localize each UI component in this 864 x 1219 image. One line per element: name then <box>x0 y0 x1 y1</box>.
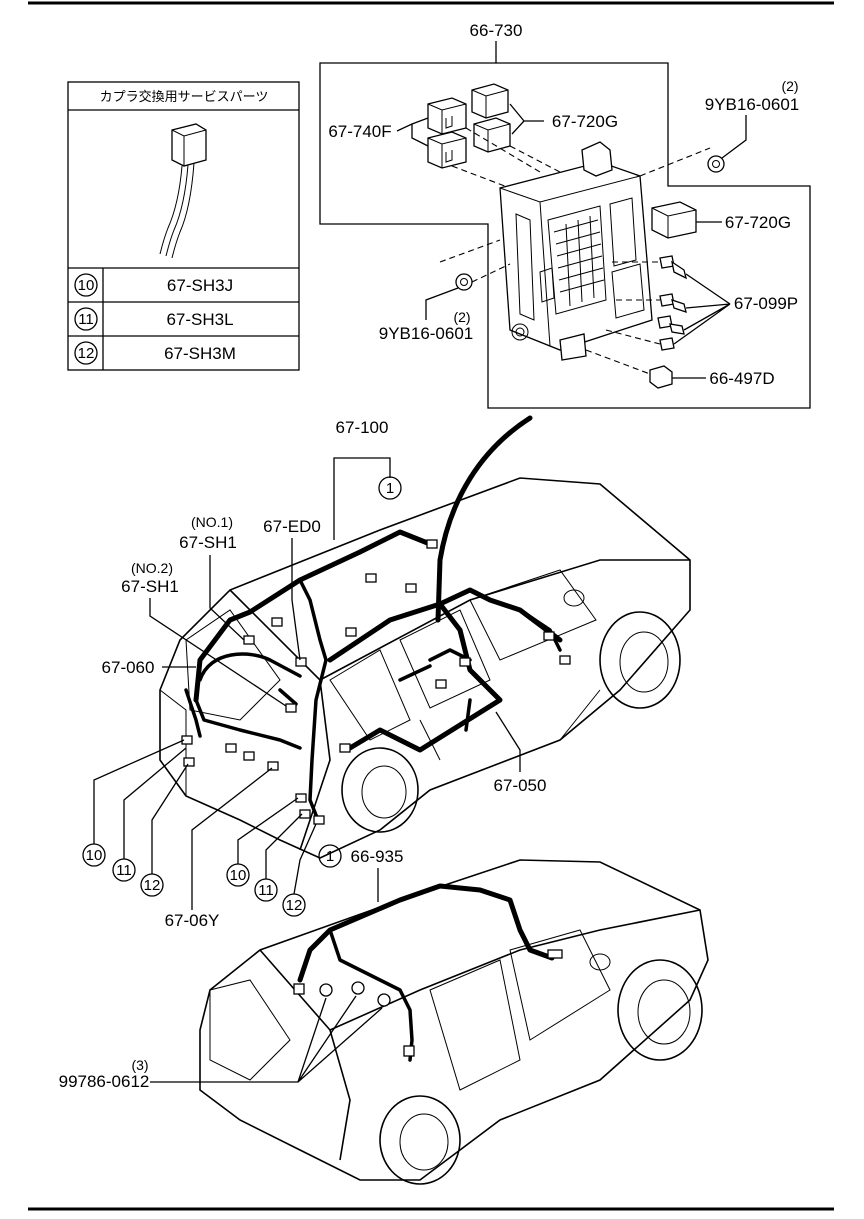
screw-label: 99786-0612 <box>59 1072 150 1091</box>
rear-harness-060 <box>193 609 253 703</box>
relay-740f-lower <box>427 131 467 169</box>
fuses-label: 67-099P <box>734 294 798 313</box>
roof-harness-a <box>247 529 433 615</box>
callout-left-10-num: 10 <box>86 847 103 864</box>
rear-harness-label: 67-060 <box>102 658 155 677</box>
relay-740f-upper <box>427 97 467 135</box>
nut-left-qty: (2) <box>453 309 470 325</box>
jb-label: 66-730 <box>470 21 523 40</box>
screw-qty: (3) <box>131 1057 148 1073</box>
nut-top-label: 9YB16-0601 <box>705 95 800 114</box>
connector-label: 66-497D <box>709 369 774 388</box>
callout-left-12-num: 12 <box>144 877 161 894</box>
screw-icon-1 <box>319 983 333 997</box>
jb-frame <box>319 62 811 409</box>
relay-740f-label: 67-740F <box>328 122 391 141</box>
callout-left-11-num: 11 <box>116 862 132 879</box>
row3-num: 12 <box>78 345 95 362</box>
sh1-no1-label: 67-SH1 <box>179 533 237 552</box>
body-harness-050 <box>347 601 503 753</box>
suv-harness-view: 67-100 1 (NO.1) 67-SH1 67-ED0 (NO.2) 67-… <box>82 415 691 930</box>
nut-left-icon <box>455 273 473 291</box>
junction-box-body <box>499 141 653 361</box>
roof-harness-label: 66-935 <box>351 847 404 866</box>
sh1-no1-tag: (NO.1) <box>191 514 233 530</box>
row1-part: 67-SH3J <box>167 276 233 295</box>
callout-right-10-num: 10 <box>230 867 247 884</box>
relay-720g-label-right: 67-720G <box>725 213 791 232</box>
nut-top-icon <box>707 155 725 173</box>
callout-right-11-num: 11 <box>258 882 274 899</box>
screw-icon-2 <box>351 981 365 995</box>
suv-roof-view: 1 66-935 (3) 99786-0612 <box>59 844 709 1185</box>
screw-icon-3 <box>377 993 391 1007</box>
roof-harness-935 <box>297 883 555 983</box>
fuse-icons <box>657 255 687 351</box>
coupler-illustration <box>159 123 207 259</box>
table-title: カプラ交換用サービスパーツ <box>100 89 269 105</box>
tail-harness-label: 67-06Y <box>165 911 220 930</box>
nut-top-qty: (2) <box>781 78 798 94</box>
service-parts-table: カプラ交換用サービスパーツ 10 67-SH3J 11 67-SH3L 12 6… <box>67 81 300 371</box>
main-circle <box>378 476 402 500</box>
row2-part: 67-SH3L <box>166 310 233 329</box>
row1-num: 10 <box>78 277 95 294</box>
roof-circle <box>318 844 342 868</box>
main-circle-num: 1 <box>386 480 394 497</box>
roof-circle-num: 1 <box>326 848 334 865</box>
harness-connectors <box>181 539 571 825</box>
row2-num: 11 <box>78 311 94 328</box>
row2-num-circle <box>74 307 98 331</box>
nut-left-label: 9YB16-0601 <box>379 324 474 343</box>
body-harness-label: 67-050 <box>494 776 547 795</box>
relay-720g-lower <box>473 117 511 153</box>
junction-box-group: 66-730 67-740F 67-720G <box>319 21 811 409</box>
sh1-no2-label: 67-SH1 <box>121 577 179 596</box>
relay-720g-single <box>651 201 697 239</box>
relay-720g-upper <box>471 83 509 119</box>
sh1-no2-tag: (NO.2) <box>131 560 173 576</box>
connector-497d <box>649 365 673 389</box>
harness-swoop <box>435 415 533 623</box>
harness-main-label: 67-100 <box>336 418 389 437</box>
ed0-label: 67-ED0 <box>263 517 321 536</box>
row1-num-circle <box>74 273 98 297</box>
row3-num-circle <box>74 341 98 365</box>
row3-part: 67-SH3M <box>164 344 236 363</box>
callout-right-12-num: 12 <box>286 897 303 914</box>
relay-720g-label-top: 67-720G <box>552 112 618 131</box>
